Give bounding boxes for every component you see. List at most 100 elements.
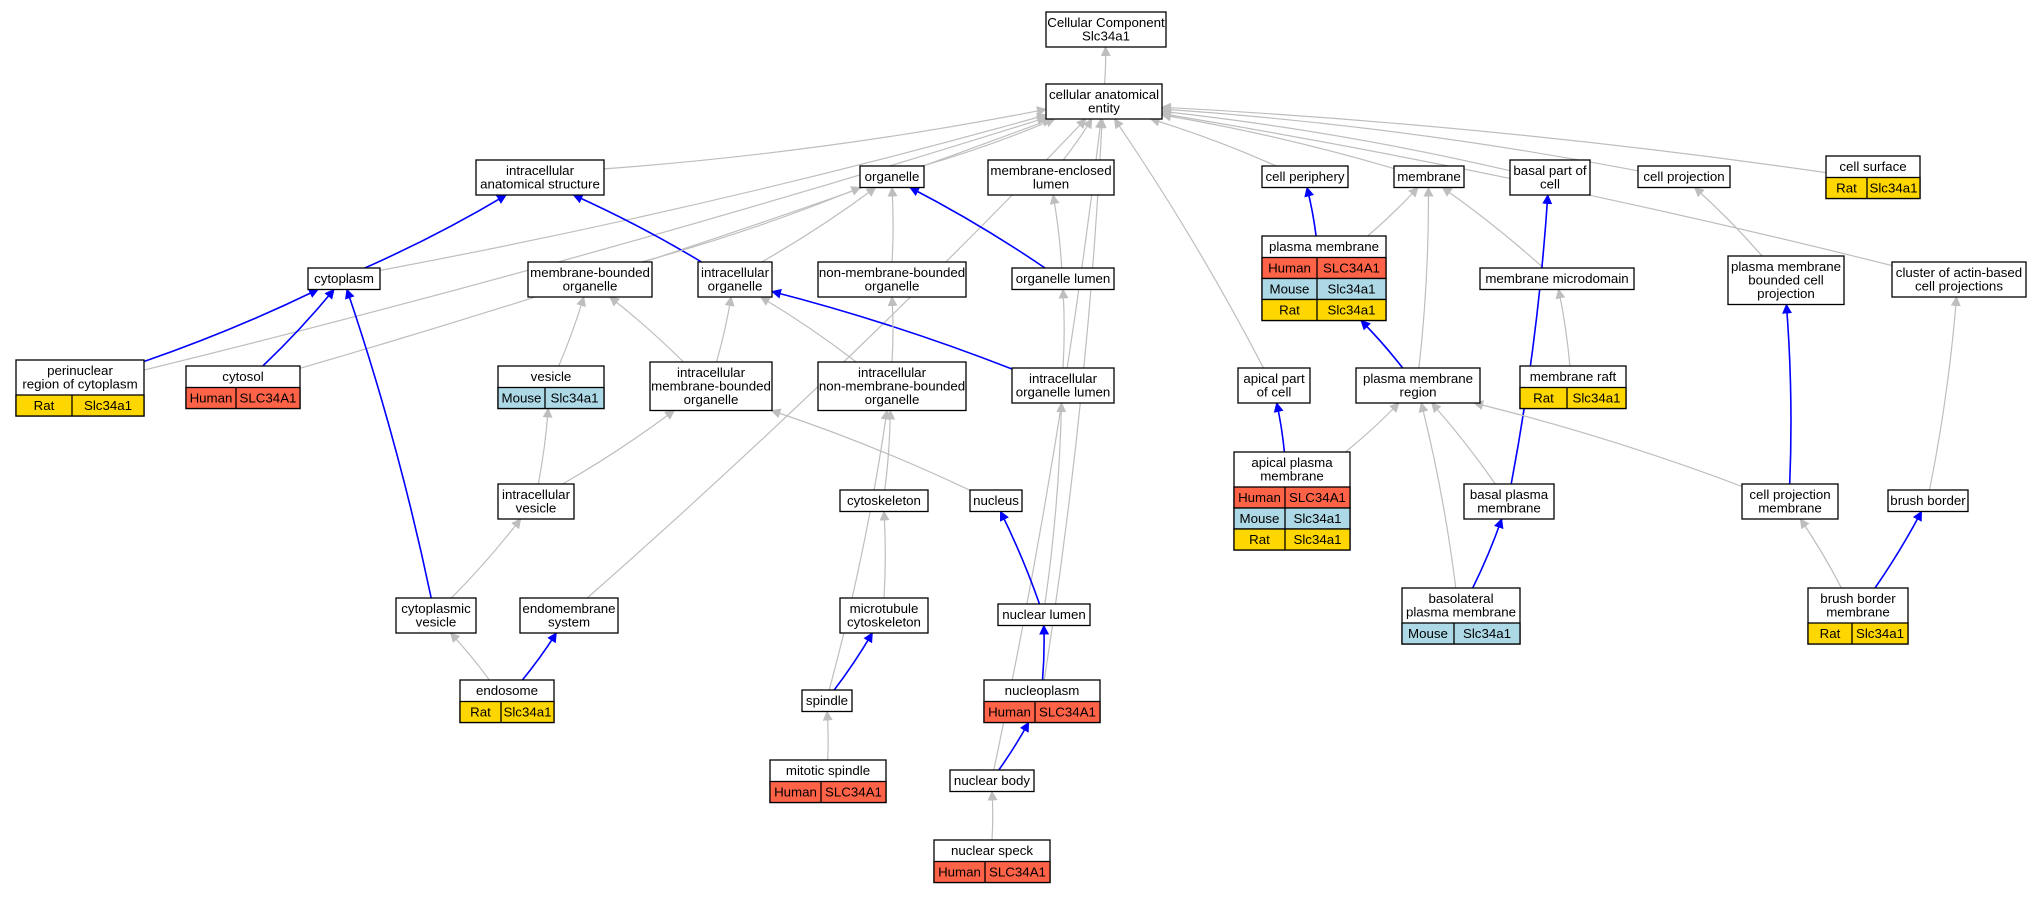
edge-mbo-to-org [641,186,862,263]
node-box [1887,489,1969,513]
node-label: perinuclear [47,363,113,378]
node-box [475,159,605,196]
node-label: brush border [1890,493,1966,508]
species-name: Human [1268,261,1311,276]
edge-bbm-to-bb [1874,510,1923,589]
species-name: Rat [1279,303,1300,318]
edge-endo-to-ems [521,632,557,681]
node-label: cell [1540,177,1560,192]
species-row [185,386,301,410]
node-box [1011,367,1115,404]
edge-pmbcp-to-cproj [1693,186,1763,257]
species-name: Rat [1533,391,1554,406]
edge-cyto-to-ias [364,194,507,269]
node-label: nucleus [973,493,1019,508]
edge-bpm-to-pmr [1431,402,1496,485]
edge-cpm-to-pmbcp [1782,303,1793,485]
node-box [1355,367,1481,404]
node-label: membrane [1826,605,1890,620]
node-label: Cellular Component [1047,15,1165,30]
node-label: Slc34a1 [1082,29,1130,44]
edge-iv-to-ves [537,407,553,485]
node-label: cell projections [1915,279,2003,294]
node-label: cytoplasm [314,271,374,286]
edge-bpm-to-bpc [1510,194,1553,485]
node-label: plasma membrane [1363,371,1473,386]
edge-endo-to-cves [449,632,490,681]
node-label: intracellular [506,163,575,178]
node-label: vesicle [531,369,572,384]
edge-cves-to-cyto [345,288,432,599]
node-box [1727,255,1845,306]
node-label: entity [1088,101,1120,116]
node-box [1891,261,2027,298]
node-label: cytoplasmic [401,601,471,616]
species-row [459,700,555,724]
edge-npl-to-nlum [1039,624,1050,681]
node-label: non-membrane-bounded [819,265,965,280]
node-box [859,165,925,189]
edge-io-to-org [761,186,877,263]
node-label: cluster of actin-based [1896,265,2022,280]
species-name: Mouse [1408,626,1448,641]
node-label: mitotic spindle [786,763,870,778]
node-box [1045,83,1163,120]
edge-nlum-to-nuc [999,510,1041,605]
edge-bpc-to-cae [1161,107,1511,172]
node-box [839,597,929,634]
edge-cper-to-cae [1149,116,1277,167]
edge-cves-to-iv [450,518,522,599]
node-box [497,483,575,520]
node-label: cytosol [222,369,263,384]
node-nbody: nuclear body [949,769,1035,793]
node-label: organelle [684,392,739,407]
node-label: lumen [1033,177,1069,192]
node-box [697,261,773,298]
node-cskel: cytoskeleton [839,489,929,513]
node-label: organelle [708,279,763,294]
node-label: cell projection [1749,487,1830,502]
node-mmd: membrane microdomain [1479,267,1635,291]
edge-olum-to-mel [1049,194,1063,269]
node-label: organelle lumen [1016,385,1111,400]
node-label: nucleoplasm [1005,683,1080,698]
edge-cproj-to-cae [1161,104,1639,172]
node-label: anatomical structure [480,177,600,192]
species-name: Rat [1836,181,1857,196]
node-label: basal part of [1513,163,1586,178]
gene-symbol: Slc34a1 [1293,511,1341,526]
edge-ves-to-mbo [558,296,586,367]
edge-nbody-to-npl [998,721,1030,771]
node-label: intracellular [701,265,770,280]
node-nlum: nuclear lumen [997,603,1091,627]
node-box [1261,165,1349,189]
node-inmbo: intracellularnon-membrane-boundedorganel… [817,361,967,412]
edge-apm-to-pmr [1345,402,1400,453]
species-name: Rat [1820,626,1841,641]
edge-cytosol-to-cae [299,117,1053,369]
node-box [817,261,967,298]
node-label: spindle [806,693,848,708]
node-label: projection [1757,286,1815,301]
node-mem: membrane [1393,165,1465,189]
node-box [1393,165,1465,189]
gene-symbol: SLC34A1 [1039,705,1096,720]
species-name: Mouse [1270,282,1310,297]
gene-symbol: Slc34a1 [550,391,598,406]
node-label: organelle [865,392,920,407]
node-box [649,361,773,412]
node-label: membrane-bounded [530,265,650,280]
